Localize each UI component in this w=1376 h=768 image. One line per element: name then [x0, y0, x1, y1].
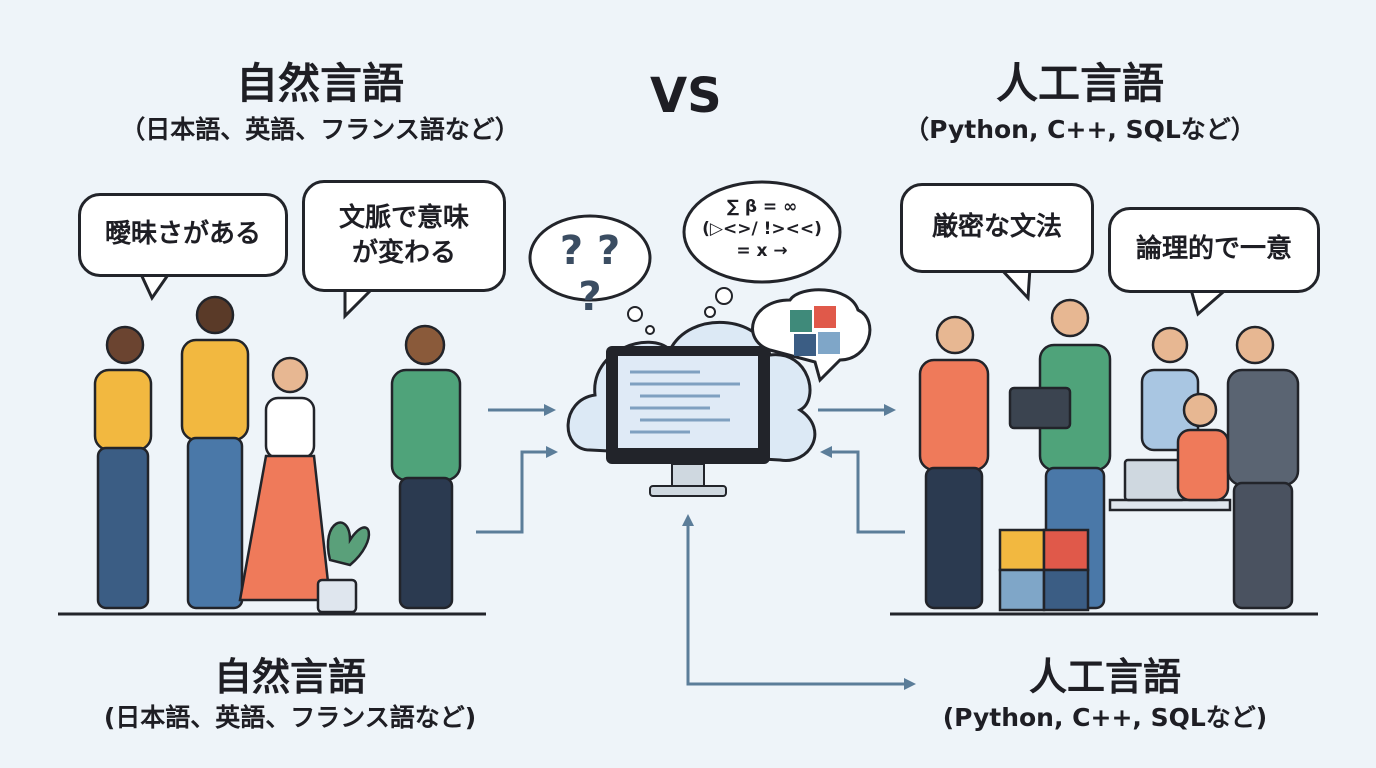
bottom-right-subtitle: (Python, C++, SQLなど) [942, 703, 1268, 732]
question-marks: ? ? ? [559, 228, 621, 320]
right-people [918, 298, 1300, 612]
left-subtitle: （日本語、英語、フランス語など） [120, 115, 520, 144]
formula-thought-bubble [682, 180, 842, 284]
arrow-computer-to-bottom-right [686, 520, 910, 686]
formula-text: ∑ β = ∞ (▷<>/ !><<) = x → [702, 197, 822, 262]
speech-bubble-context: 文脈で意味が変わる [302, 180, 506, 292]
bottom-left-title: 自然言語 [213, 655, 366, 699]
arrow-left-to-computer-2 [476, 450, 552, 534]
speech-bubble-ambiguity: 曖昧さがある [78, 193, 288, 277]
left-title: 自然言語 [235, 59, 404, 108]
flow-arrows [476, 408, 910, 686]
right-subtitle: （Python, C++, SQLなど） [904, 115, 1256, 144]
left-people [93, 295, 462, 614]
speech-bubble-logical: 論理的で一意 [1108, 207, 1320, 293]
vs-label: VS [650, 68, 722, 124]
arrow-right-to-computer [826, 450, 905, 534]
bottom-left-subtitle: (日本語、英語、フランス語など) [103, 703, 477, 732]
bottom-right-title: 人工言語 [1028, 655, 1181, 699]
question-thought-bubble [528, 214, 652, 302]
right-title: 人工言語 [995, 59, 1164, 108]
speech-bubble-strict-grammar: 厳密な文法 [900, 183, 1094, 273]
